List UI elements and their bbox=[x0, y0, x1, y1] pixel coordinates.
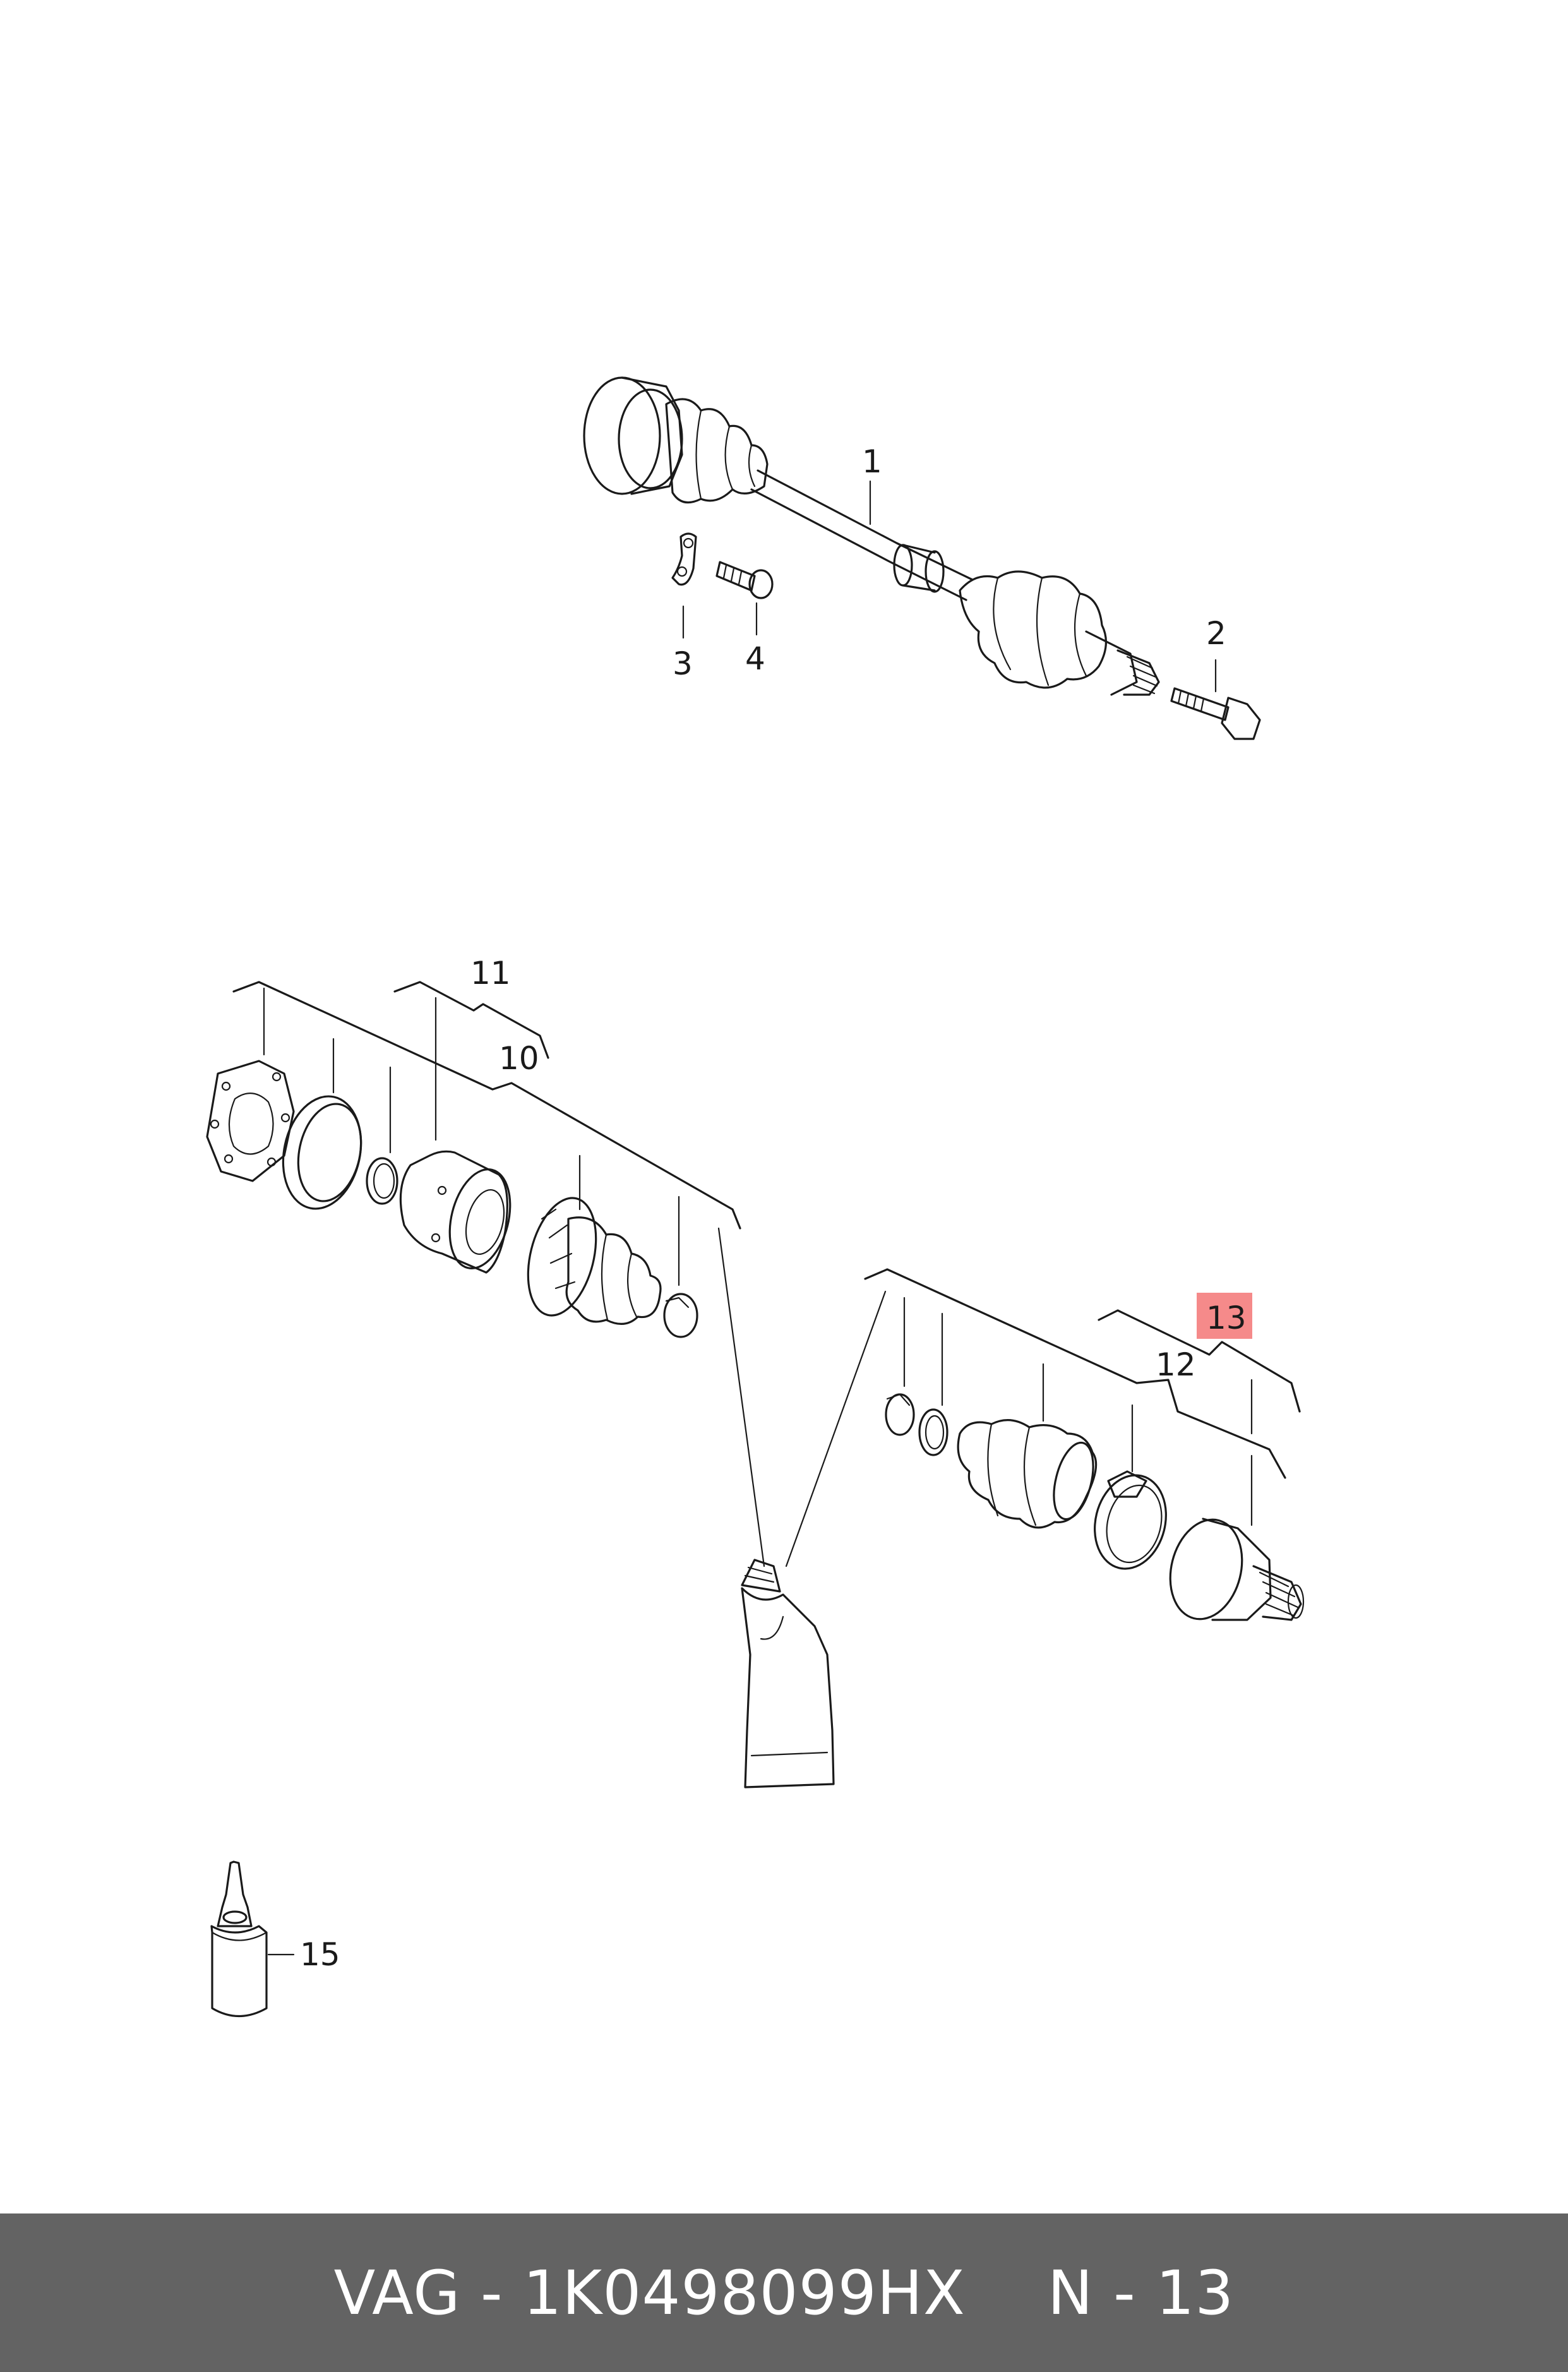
hex-flange-bolt: 2 bbox=[1170, 615, 1261, 740]
inner-joint-kit: 11 10 bbox=[206, 955, 765, 1567]
page-reference: N - 13 bbox=[1047, 2257, 1235, 2328]
callout-12: 12 bbox=[1156, 1346, 1196, 1383]
grease-tube bbox=[741, 1559, 835, 1788]
socket-head-bolt: 4 bbox=[715, 561, 774, 677]
drive-shaft-assembly: 1 bbox=[583, 376, 1160, 696]
lock-plate: 3 bbox=[671, 532, 697, 682]
callout-2: 2 bbox=[1206, 615, 1226, 652]
callout-4: 4 bbox=[745, 640, 765, 677]
sealant-bottle: 15 bbox=[210, 1860, 340, 2018]
highlight-13 bbox=[1197, 1293, 1252, 1339]
part-number-footer: VAG - 1K0498099HX N - 13 bbox=[0, 2213, 1568, 2372]
callout-15: 15 bbox=[300, 1936, 340, 1973]
outer-joint-kit: 13 12 bbox=[785, 1268, 1305, 1621]
callout-1: 1 bbox=[862, 443, 882, 480]
callout-3: 3 bbox=[673, 645, 693, 682]
callout-13: 13 bbox=[1206, 1300, 1247, 1336]
callout-11: 11 bbox=[470, 955, 511, 991]
parts-exploded-diagram: 1 3 4 2 11 10 bbox=[206, 376, 1305, 2018]
callout-10: 10 bbox=[499, 1040, 539, 1077]
part-number: VAG - 1K0498099HX bbox=[333, 2257, 966, 2328]
